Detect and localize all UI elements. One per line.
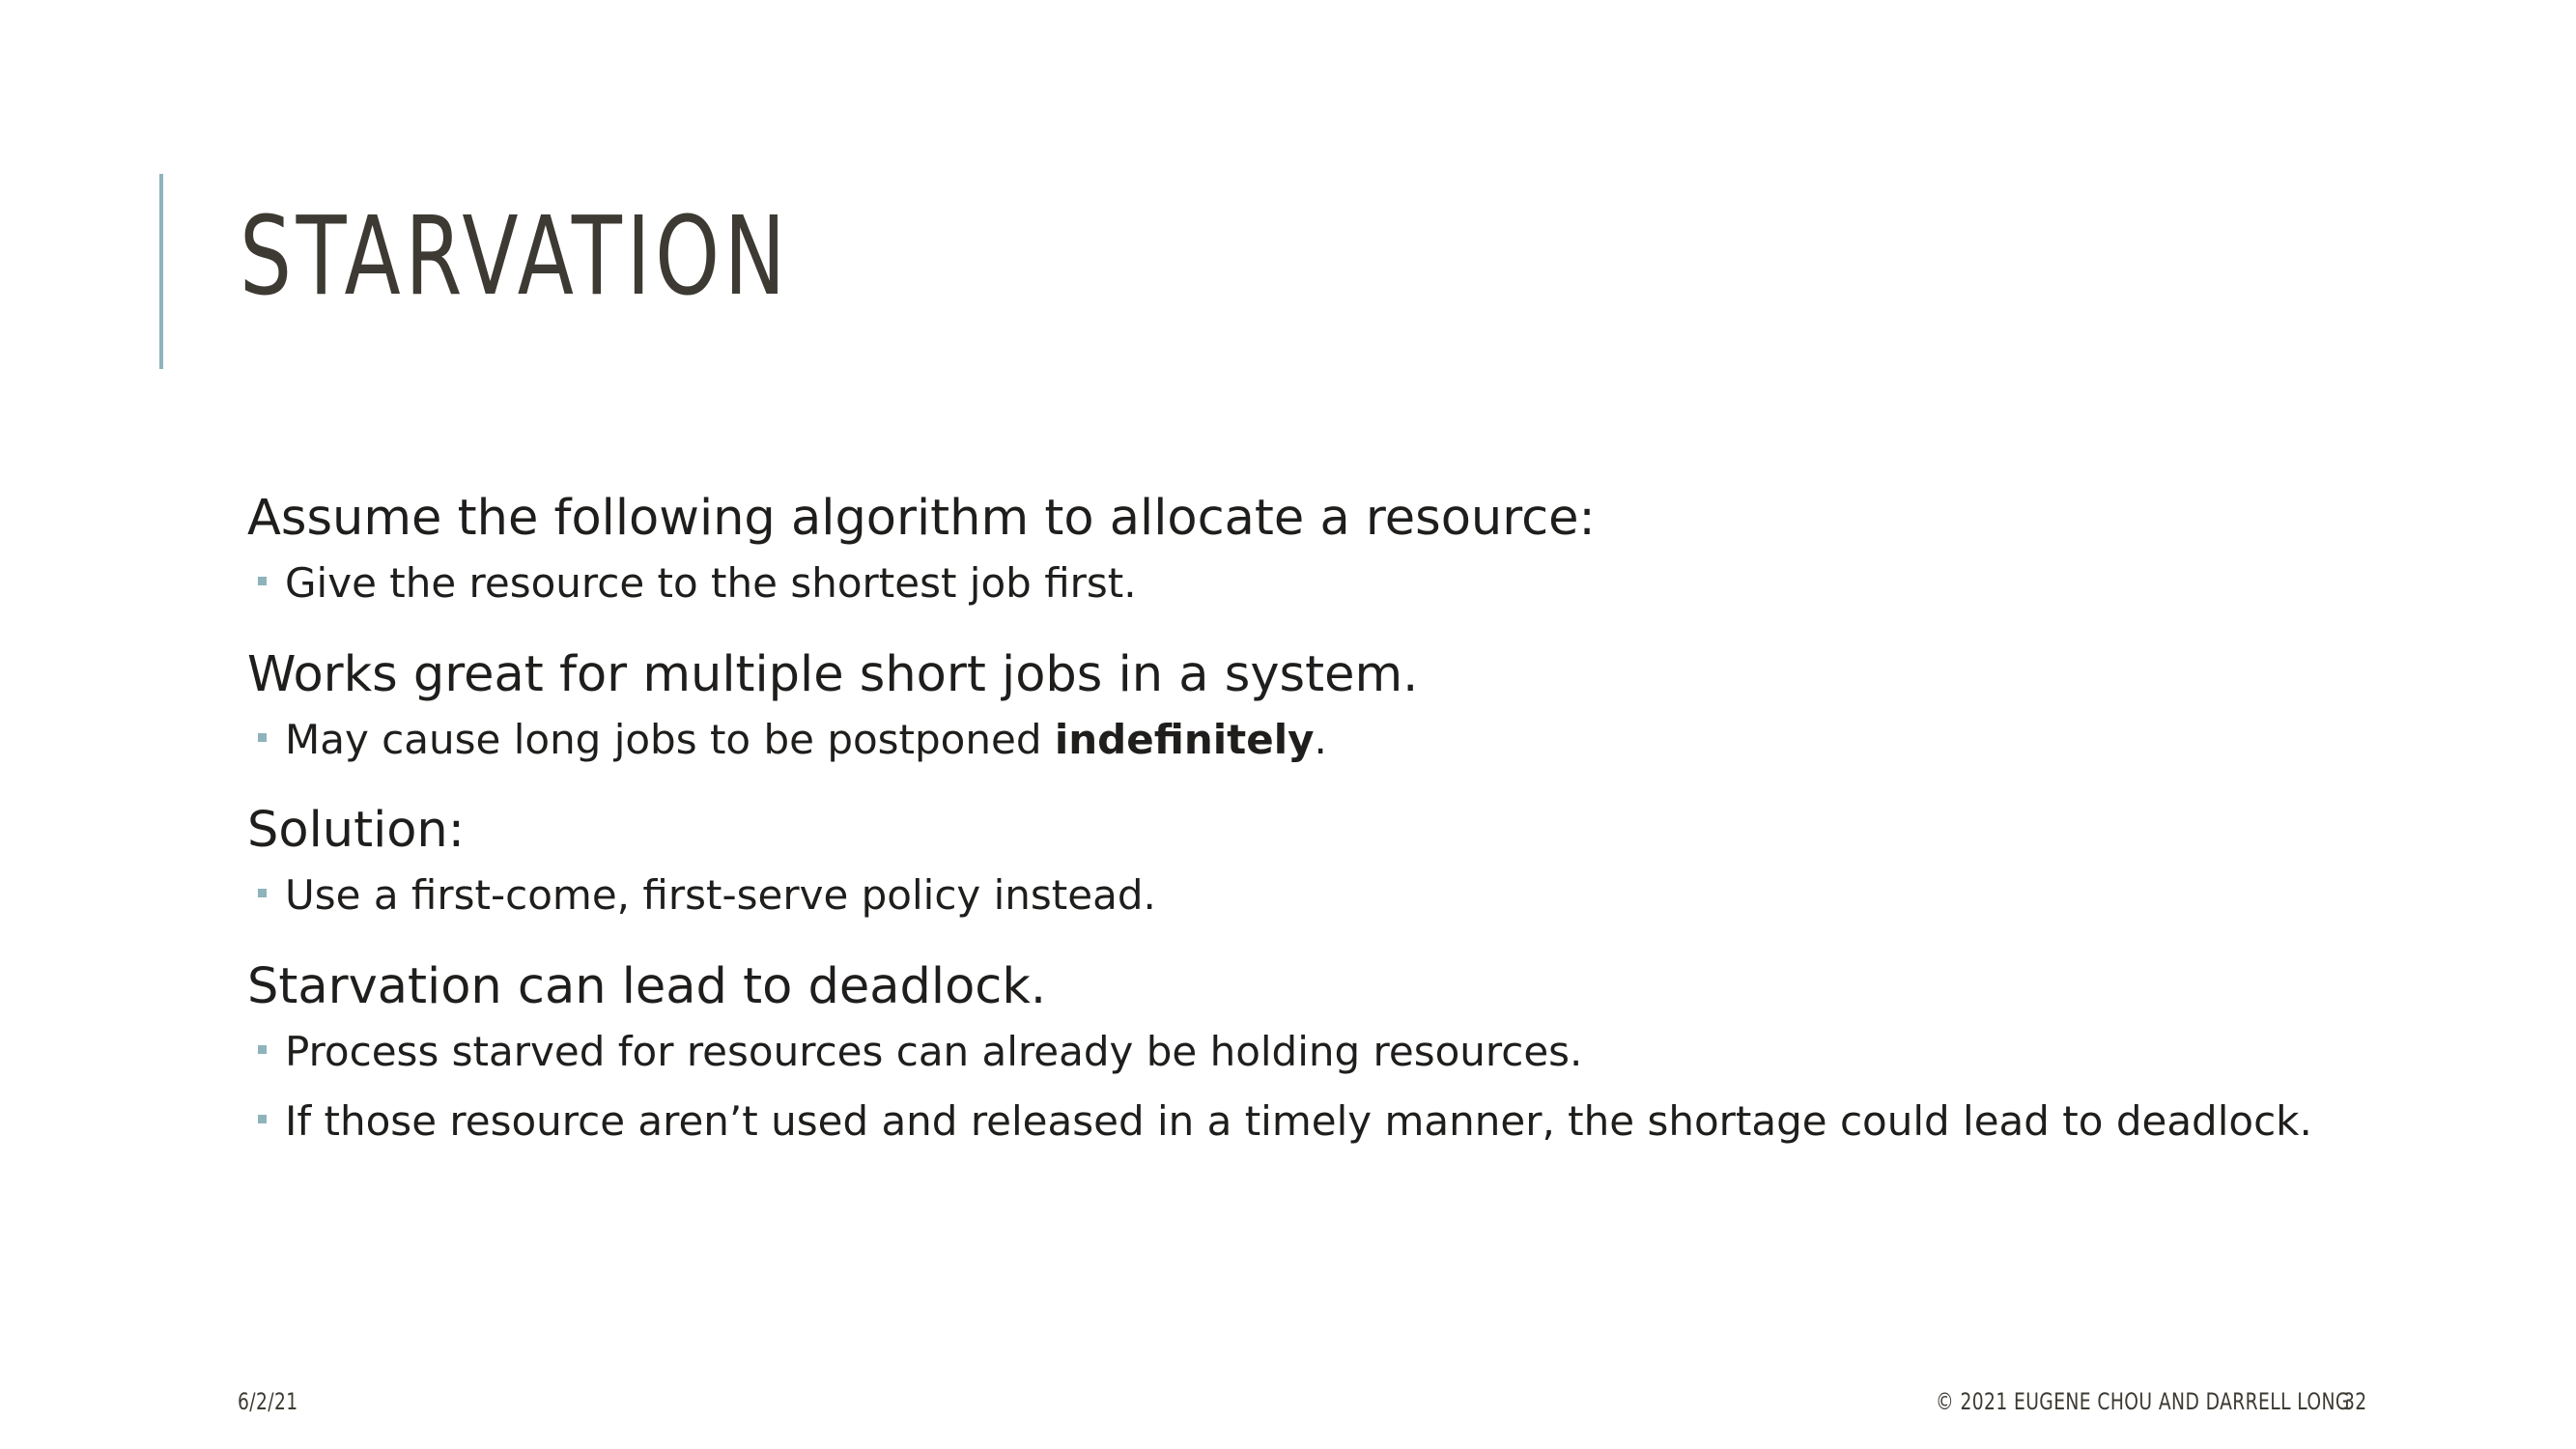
bullet-text: Use a first-come, first-serve policy ins… xyxy=(285,871,1156,920)
bullet-text: Give the resource to the shortest job fi… xyxy=(285,559,1137,608)
heading-solution: Solution: xyxy=(247,802,465,860)
bullet-square-icon xyxy=(258,1044,267,1054)
bullet-text-bold: indefinitely xyxy=(1054,715,1315,763)
heading-works-great: Works great for multiple short jobs in a… xyxy=(247,645,1419,703)
bullet-text: If those resource aren’t used and releas… xyxy=(285,1097,2312,1146)
bullet-shortage: If those resource aren’t used and releas… xyxy=(247,1097,2420,1146)
bullet-square-icon xyxy=(258,732,267,742)
bullet-postponed: May cause long jobs to be postponed inde… xyxy=(247,716,2420,764)
content-block-assume: Assume the following algorithm to alloca… xyxy=(247,489,2420,609)
bullet-text-before: May cause long jobs to be postponed xyxy=(285,715,1055,763)
bullet-text: Process starved for resources can alread… xyxy=(285,1027,1583,1075)
bullet-fcfs: Use a first-come, first-serve policy ins… xyxy=(247,871,2420,920)
heading-assume: Assume the following algorithm to alloca… xyxy=(247,490,1596,547)
bullet-square-icon xyxy=(258,1115,267,1124)
slide-content: Assume the following algorithm to alloca… xyxy=(247,489,2420,1183)
content-block-works-great: Works great for multiple short jobs in a… xyxy=(247,645,2420,765)
footer-date: 6/2/21 xyxy=(238,1388,298,1415)
slide-title: Starvation xyxy=(240,194,790,320)
heading-deadlock: Starvation can lead to deadlock. xyxy=(247,957,1047,1015)
content-block-solution: Solution: Use a first-come, first-serve … xyxy=(247,801,2420,921)
content-block-deadlock: Starvation can lead to deadlock. Process… xyxy=(247,957,2420,1147)
bullet-square-icon xyxy=(258,577,267,586)
footer-copyright: © 2021 EUGENE CHOU AND DARRELL LONG xyxy=(1936,1388,2350,1415)
footer-page-number: 32 xyxy=(2343,1388,2367,1415)
title-accent-bar xyxy=(159,174,163,369)
bullet-square-icon xyxy=(258,889,267,898)
bullet-shortest-job: Give the resource to the shortest job fi… xyxy=(247,559,2420,608)
bullet-starved-process: Process starved for resources can alread… xyxy=(247,1028,2420,1076)
bullet-text-after: . xyxy=(1314,715,1327,763)
